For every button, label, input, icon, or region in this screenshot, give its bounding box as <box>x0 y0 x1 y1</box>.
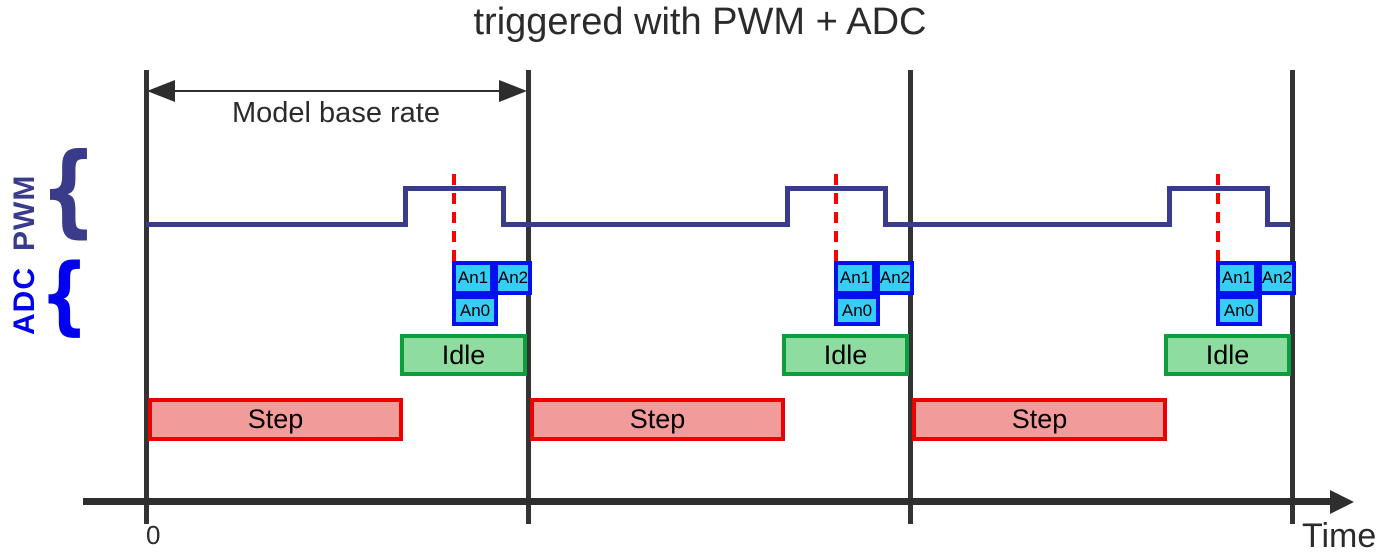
adc-sample-block: An0 <box>452 295 498 326</box>
adc-sample-block: An2 <box>876 261 914 295</box>
pwm-low-segment <box>1265 222 1291 227</box>
adc-sample-block: An1 <box>1216 261 1258 295</box>
period-group-2: An1 An2 An0 Idle Step <box>528 0 914 557</box>
pwm-signal-label: PWM <box>8 174 41 251</box>
idle-task-label: Idle <box>441 339 486 370</box>
pwm-low-segment <box>910 222 1172 227</box>
adc-sample-block: An0 <box>834 295 880 326</box>
adc-sample-block: An2 <box>1258 261 1296 295</box>
step-task-label: Step <box>629 404 686 434</box>
time-axis-label: Time <box>1302 517 1377 555</box>
step-task-block: Step <box>912 398 1167 441</box>
adc-sample-label: An0 <box>1223 300 1255 320</box>
adc-trigger-dashed-line <box>452 174 456 262</box>
adc-sample-label: An0 <box>459 300 491 320</box>
step-task-label: Step <box>247 404 304 434</box>
step-task-block: Step <box>148 398 403 441</box>
adc-brace-icon: { <box>40 246 89 345</box>
period-boundary-line-4 <box>1290 70 1295 524</box>
pwm-brace-icon: { <box>40 131 97 248</box>
pwm-low-segment <box>146 222 408 227</box>
period-boundary-line-2 <box>526 70 531 524</box>
adc-trigger-dashed-line <box>834 174 838 262</box>
idle-task-block: Idle <box>400 334 527 376</box>
period-boundary-line-1 <box>144 70 149 524</box>
arrow-left-head-icon <box>147 80 175 102</box>
model-base-rate-label: Model base rate <box>232 97 440 129</box>
adc-sample-label: An2 <box>497 268 529 287</box>
time-axis-line <box>83 498 1333 505</box>
adc-sample-label: An2 <box>879 268 911 287</box>
step-task-block: Step <box>530 398 785 441</box>
idle-task-label: Idle <box>823 339 868 370</box>
adc-sample-label: An1 <box>1221 268 1253 287</box>
idle-task-label: Idle <box>1205 339 1250 370</box>
step-task-label: Step <box>1011 404 1068 434</box>
diagram-title: triggered with PWM + ADC <box>473 1 927 43</box>
adc-sample-block: An1 <box>834 261 876 295</box>
period-group-3: An1 An2 An0 Idle Step <box>910 0 1296 557</box>
pwm-low-segment <box>883 222 914 227</box>
period-boundary-line-3 <box>908 70 913 524</box>
adc-signal-label: ADC <box>8 267 41 335</box>
pwm-low-segment <box>501 222 532 227</box>
axis-origin-label: 0 <box>146 520 161 550</box>
model-base-rate-arrow-line <box>162 90 514 92</box>
idle-task-block: Idle <box>782 334 909 376</box>
idle-task-block: Idle <box>1164 334 1291 376</box>
arrow-right-head-icon <box>499 80 527 102</box>
adc-sample-label: An1 <box>457 268 489 287</box>
adc-sample-label: An2 <box>1261 268 1293 287</box>
adc-sample-label: An1 <box>839 268 871 287</box>
adc-sample-block: An0 <box>1216 295 1262 326</box>
adc-sample-block: An2 <box>494 261 532 295</box>
period-group-1: An1 An2 An0 Idle Step <box>146 0 532 557</box>
adc-sample-block: An1 <box>452 261 494 295</box>
adc-trigger-dashed-line <box>1216 174 1220 262</box>
time-axis-arrow-icon <box>1330 490 1354 514</box>
pwm-low-segment <box>528 222 790 227</box>
adc-sample-label: An0 <box>841 300 873 320</box>
